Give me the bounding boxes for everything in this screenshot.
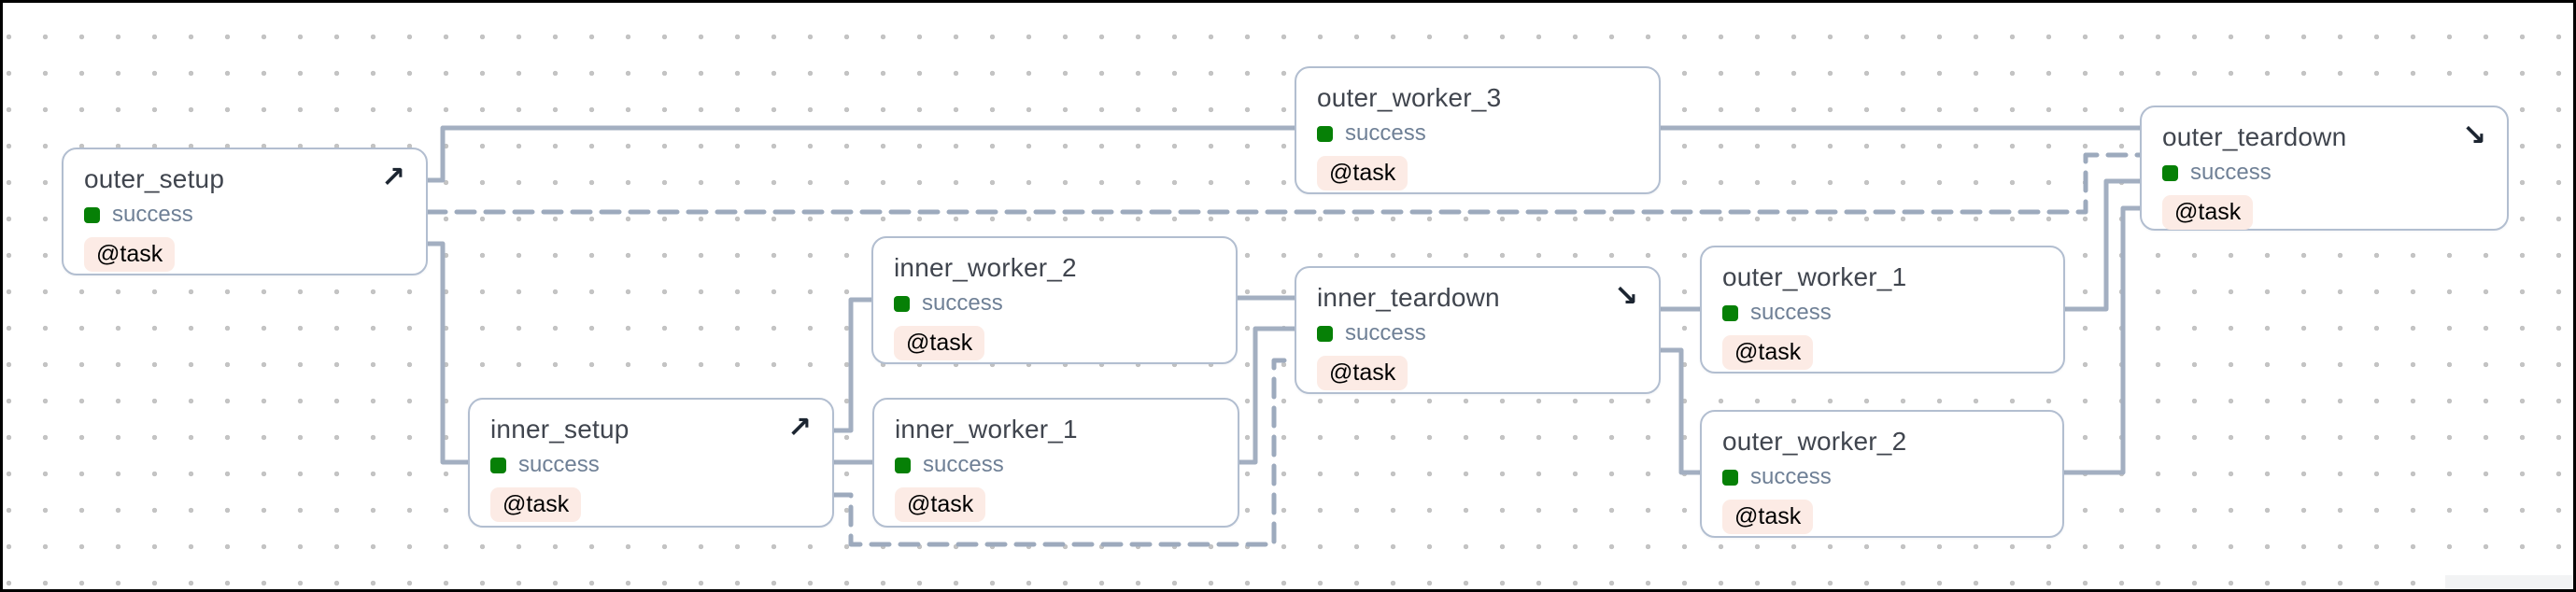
task-name: inner_setup (490, 415, 630, 444)
success-status-swatch (1317, 325, 1333, 342)
task-name: outer_worker_1 (1722, 262, 1907, 291)
task-node-outer_worker_3[interactable]: outer_worker_3 success @task (1295, 66, 1661, 194)
success-status-swatch (490, 457, 506, 473)
task-decorator-badge: @task (1317, 156, 1408, 190)
task-status-label: success (922, 290, 1003, 316)
task-status-label: success (518, 452, 600, 477)
task-decorator-badge: @task (84, 237, 176, 272)
arrow-down-right-icon: ↘ (1614, 279, 1638, 313)
scrollbar-corner (2445, 575, 2573, 589)
task-name: inner_teardown (1317, 283, 1500, 312)
arrow-down-right-icon: ↘ (2462, 119, 2486, 152)
success-status-swatch (2162, 164, 2178, 181)
task-decorator-badge: @task (1722, 500, 1814, 534)
task-decorator-badge: @task (2162, 195, 2254, 230)
success-status-swatch (1317, 125, 1333, 142)
task-status-row: success (894, 289, 1217, 317)
edge-outer_setup-to-outer_worker_3 (428, 125, 1295, 183)
edge-outer_setup-to-inner_setup (428, 241, 468, 465)
task-node-inner_worker_2[interactable]: inner_worker_2 success @task (871, 236, 1238, 364)
task-status-label: success (923, 452, 1004, 477)
task-name: inner_worker_1 (895, 415, 1078, 444)
task-decorator-badge: @task (895, 487, 986, 522)
task-status-label: success (1345, 320, 1426, 345)
edge-layer (425, 125, 2143, 547)
task-name: outer_worker_2 (1722, 427, 1907, 456)
task-decorator-badge: @task (894, 326, 985, 360)
task-status-row: success (1722, 299, 2045, 327)
task-name: inner_worker_2 (894, 253, 1077, 282)
task-status-label: success (1345, 120, 1426, 146)
edge-inner_setup-to-inner_worker_2 (834, 297, 871, 433)
task-status-label: success (112, 202, 193, 227)
success-status-swatch (84, 206, 100, 223)
edge-inner_setup-to-inner_teardown (831, 358, 1297, 547)
edge-outer_worker_1-to-outer_teardown (2065, 178, 2140, 312)
task-node-inner_setup[interactable]: inner_setup success @task ↗ (468, 398, 834, 528)
success-status-swatch (895, 457, 911, 473)
task-status-label: success (1750, 300, 1832, 325)
edge-inner_worker_1-to-inner_teardown (1239, 326, 1295, 465)
task-node-inner_teardown[interactable]: inner_teardown success @task ↘ (1295, 266, 1661, 394)
arrow-up-right-icon: ↗ (787, 411, 812, 444)
task-node-outer_worker_2[interactable]: outer_worker_2 success @task (1700, 410, 2064, 538)
task-status-label: success (1750, 464, 1832, 489)
task-node-outer_worker_1[interactable]: outer_worker_1 success @task (1700, 246, 2065, 374)
task-status-row: success (1317, 120, 1640, 148)
task-decorator-badge: @task (1722, 335, 1814, 370)
arrow-up-right-icon: ↗ (381, 161, 405, 194)
task-status-row: success (895, 451, 1219, 479)
task-decorator-badge: @task (490, 487, 582, 522)
success-status-swatch (894, 295, 910, 312)
task-node-outer_setup[interactable]: outer_setup success @task ↗ (62, 148, 428, 275)
success-status-swatch (1722, 469, 1738, 486)
task-name: outer_teardown (2162, 122, 2347, 151)
task-status-row: success (1317, 319, 1640, 347)
task-status-row: success (2162, 159, 2488, 187)
task-status-row: success (1722, 463, 2044, 491)
task-name: outer_setup (84, 164, 225, 193)
task-status-row: success (490, 451, 814, 479)
edge-outer_setup-to-outer_teardown (425, 152, 2143, 215)
success-status-swatch (1722, 304, 1738, 321)
task-status-row: success (84, 201, 407, 229)
edge-inner_teardown-to-outer_worker_2 (1661, 347, 1700, 475)
task-status-label: success (2190, 160, 2272, 185)
task-node-inner_worker_1[interactable]: inner_worker_1 success @task (872, 398, 1239, 528)
task-name: outer_worker_3 (1317, 83, 1502, 112)
task-decorator-badge: @task (1317, 356, 1408, 390)
edge-outer_worker_2-to-outer_teardown (2064, 205, 2140, 475)
task-node-outer_teardown[interactable]: outer_teardown success @task ↘ (2140, 106, 2509, 231)
